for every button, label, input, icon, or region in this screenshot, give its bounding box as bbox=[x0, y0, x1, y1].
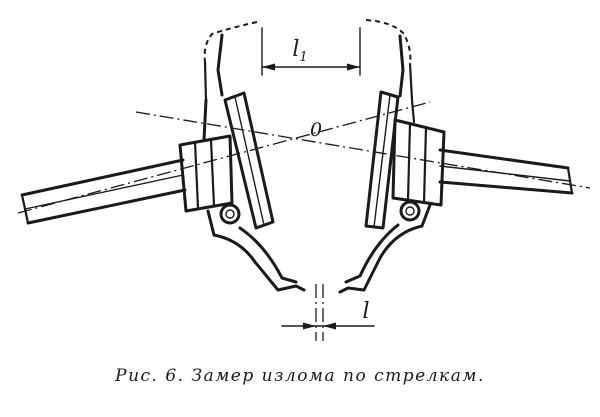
bottom-arrow-right bbox=[323, 322, 336, 330]
right-caliper-arm bbox=[338, 19, 432, 294]
bottom-dimension: l bbox=[281, 299, 375, 330]
top-arrow-left bbox=[262, 63, 275, 71]
left-pivot-pin bbox=[219, 203, 241, 225]
left-rail bbox=[20, 158, 187, 225]
right-pivot-pin bbox=[399, 200, 421, 222]
top-arrow-right bbox=[347, 63, 360, 71]
label-l: l bbox=[362, 299, 369, 324]
left-caliper-arm bbox=[202, 21, 306, 292]
label-l1: l1 bbox=[292, 37, 307, 65]
top-dimension: l1 bbox=[261, 27, 361, 76]
bottom-arrow-left bbox=[303, 322, 316, 330]
right-clamp-block bbox=[391, 118, 446, 207]
right-contact-pad bbox=[364, 90, 400, 230]
centerlines bbox=[17, 101, 591, 341]
left-clamp-block bbox=[178, 134, 234, 213]
figure-caption: Рис. 6. Замер излома по стрелкам. bbox=[115, 366, 485, 386]
left-axis-centerline bbox=[17, 101, 431, 214]
left-contact-pad bbox=[223, 91, 275, 230]
label-center-o: 0 bbox=[310, 119, 322, 141]
right-rail bbox=[438, 148, 574, 195]
right-axis-centerline bbox=[135, 111, 591, 189]
